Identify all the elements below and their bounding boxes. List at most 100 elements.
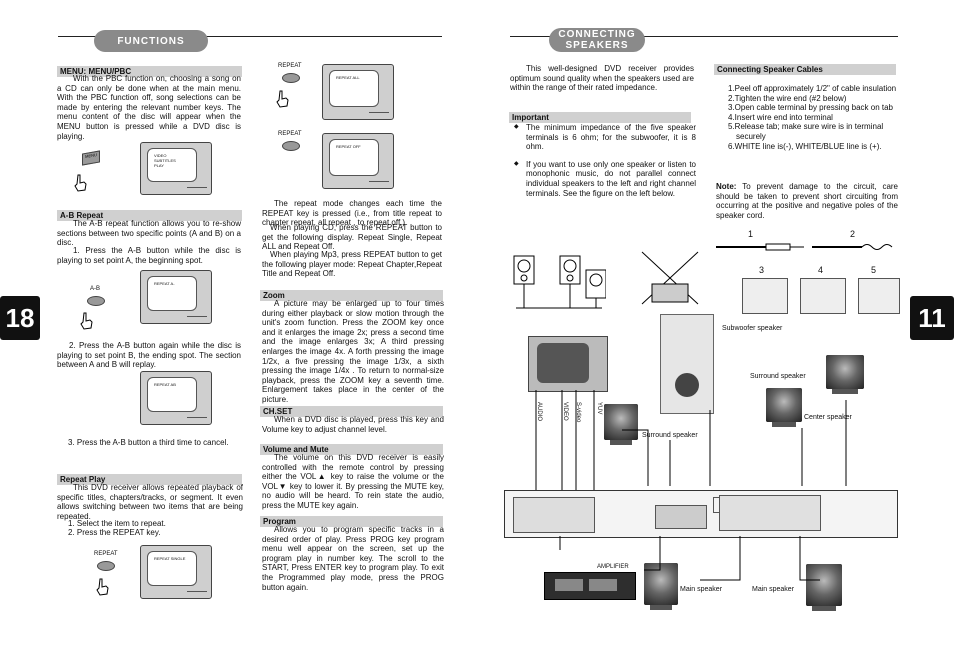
chset-heading: CH.SET	[260, 406, 443, 417]
repeat-key-label-2: REPEAT	[278, 131, 302, 137]
surround-left-label: Surround speaker	[642, 432, 698, 439]
crossed-out-figure	[640, 250, 700, 306]
page-number-11: 11	[910, 296, 954, 340]
cable-twist-figure	[812, 240, 898, 254]
wiring-lines	[535, 390, 847, 581]
yuv-label: YUV	[596, 402, 602, 415]
surround-right-label: Surround speaker	[750, 373, 806, 380]
figure-number-4: 4	[818, 265, 824, 275]
receiver-unit	[504, 490, 898, 538]
svideo-label: S-video	[575, 402, 581, 423]
cd-mode-text: When playing CD, press the REPEAT button…	[262, 223, 442, 252]
ab-repeat-heading: A-B Repeat	[57, 210, 242, 221]
right-header-rule	[510, 36, 898, 37]
center-speaker	[766, 388, 802, 427]
repeat-single-text: REPEAT SINGLE	[154, 556, 186, 561]
subwoofer-cone	[675, 373, 699, 397]
tv-set	[528, 336, 608, 392]
cable-step-5: 5.Release tab; make sure wire is in term…	[728, 122, 884, 141]
repeat-off-text: REPEAT OFF	[336, 144, 361, 149]
figure-number-2: 2	[850, 229, 856, 239]
ab-screen1-text: REPEAT A-	[154, 281, 175, 286]
hand-pointer-icon	[276, 90, 290, 108]
main-speaker-right	[806, 564, 842, 611]
cables-heading: Connecting Speaker Cables	[714, 64, 896, 75]
ab-repeat-step3: 3. Press the A-B button a third time to …	[68, 438, 229, 447]
cable-step-6: 6.WHITE line is(-), WHITE/BLUE line is (…	[728, 141, 882, 151]
repeat-off-tv: REPEAT OFF	[322, 133, 394, 189]
ab-repeat-body: The A-B repeat function allows you to re…	[57, 219, 241, 248]
ab-tv-screen-1: REPEAT A-	[140, 270, 212, 324]
cable-step-3: 3.Open cable terminal by pressing back o…	[728, 103, 893, 113]
repeat-play-body: This DVD receiver allows repeated playba…	[57, 483, 243, 521]
hand-pointer-icon	[74, 174, 88, 192]
amplifier-label: AMPLIFIER	[597, 564, 629, 570]
menu-remote-key-label: MENU	[85, 151, 97, 160]
repeat-play-step1: 1. Select the item to repeat.	[68, 519, 166, 528]
repeat-single-tv: REPEAT SINGLE	[140, 545, 212, 599]
ab-tv-screen-2: REPEAT AB	[140, 371, 212, 425]
important-heading: Important	[509, 112, 691, 123]
important-item-1: The minimum impedance of the five speake…	[514, 123, 696, 152]
menu-pbc-body: With the PBC function on, choosing a son…	[57, 74, 241, 141]
repeat-all-text: REPEAT ALL	[336, 75, 360, 80]
repeat-all-tv: REPEAT ALL	[322, 64, 394, 120]
functions-pill: FUNCTIONS	[94, 30, 208, 52]
page-number-18: 18	[0, 296, 40, 340]
figure-number-3: 3	[759, 265, 765, 275]
subwoofer-label: Subwoofer speaker	[722, 325, 783, 332]
hand-pointer-icon	[80, 312, 94, 330]
ab-repeat-step1: 1. Press the A-B button while the disc i…	[57, 246, 241, 265]
hand-pointer-icon	[96, 578, 110, 596]
cable-peel-figure	[716, 240, 806, 254]
video-label: VIDEO	[562, 402, 568, 421]
cable-step-2: 2.Tighten the wire end (#2 below)	[728, 93, 847, 103]
figure-number-5: 5	[871, 265, 877, 275]
note-block: Note: To prevent damage to the circuit, …	[716, 182, 898, 220]
repeat-remote-button-2	[282, 141, 300, 151]
parallel-connection-figure	[510, 248, 607, 326]
main-right-label: Main speaker	[752, 586, 795, 593]
speakers-intro: This well-designed DVD receiver provides…	[510, 64, 694, 93]
surround-speaker-left	[604, 404, 638, 445]
repeat-remote-button	[97, 561, 115, 571]
repeat-key-label-1: REPEAT	[278, 63, 302, 69]
ab-remote-label: A-B	[90, 286, 101, 292]
zoom-body: A picture may be enlarged up to four tim…	[262, 299, 444, 404]
left-header-rule	[58, 36, 442, 37]
repeat-play-heading: Repeat Play	[57, 474, 242, 485]
important-item-2: If you want to use only one speaker or l…	[514, 160, 696, 198]
terminal-insert-figure	[800, 278, 846, 314]
program-heading: Program	[260, 516, 443, 527]
main-left-label: Main speaker	[680, 586, 723, 593]
cable-step-4: 4.Insert wire end into terminal	[728, 112, 833, 122]
terminal-open-figure	[742, 278, 788, 314]
menu-remote-key: MENU	[82, 150, 100, 166]
terminal-release-figure	[858, 278, 900, 314]
amplifier-unit	[544, 572, 636, 600]
cable-step-1: 1.Peel off approximately 1/2" of cable i…	[728, 84, 897, 93]
figure-number-1: 1	[748, 229, 754, 239]
volume-heading: Volume and Mute	[260, 444, 443, 455]
repeat-play-step2: 2. Press the REPEAT key.	[68, 528, 161, 537]
volume-body: The volume on this DVD receiver is easil…	[262, 453, 444, 510]
zoom-heading: Zoom	[260, 290, 443, 301]
subwoofer-box	[660, 314, 714, 414]
connecting-speakers-pill: CONNECTING SPEAKERS	[549, 28, 645, 52]
important-list: The minimum impedance of the five speake…	[514, 123, 696, 206]
chset-body: When a DVD disc is played, press this ke…	[262, 415, 444, 434]
program-body: Allows you to program specific tracks in…	[262, 525, 444, 592]
connecting-speakers-pill-text: CONNECTING SPEAKERS	[558, 29, 636, 51]
ab-screen2-text: REPEAT AB	[154, 382, 176, 387]
cable-steps: 1.Peel off approximately 1/2" of cable i…	[728, 84, 900, 151]
ab-repeat-step2: 2. Press the A-B button again while the …	[57, 341, 241, 370]
note-label: Note:	[716, 182, 737, 191]
audio-label: AUDIO	[536, 402, 542, 422]
repeat-remote-label: REPEAT	[94, 551, 118, 557]
surround-speaker-right	[826, 355, 864, 394]
repeat-mode-text: The repeat mode changes each time the RE…	[262, 199, 442, 228]
menu-screen-text: VIDEO SUBTITLES PLAY	[154, 153, 176, 168]
center-label: Center speaker	[804, 414, 852, 421]
repeat-remote-button-1	[282, 73, 300, 83]
menu-pbc-heading: MENU: MENU/PBC	[57, 66, 242, 77]
